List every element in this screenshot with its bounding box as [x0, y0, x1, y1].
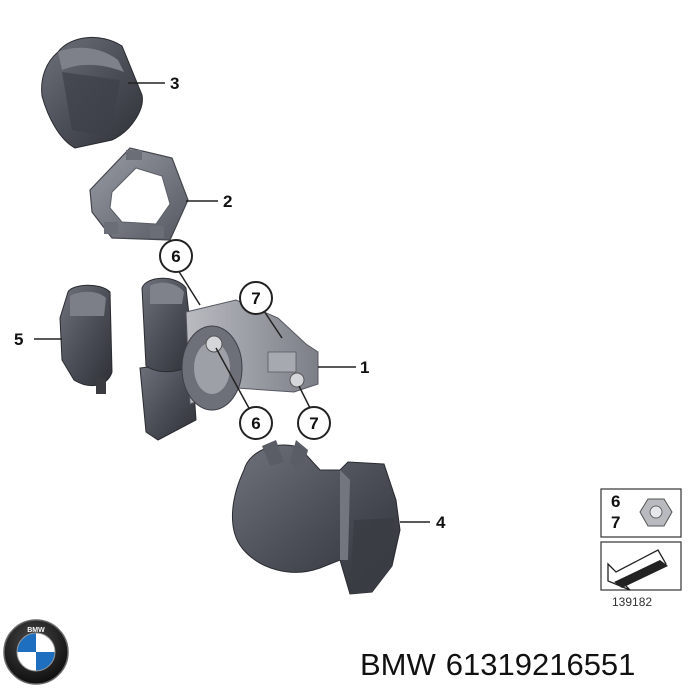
callout-7-bottom: 7 [309, 414, 318, 433]
callout-5: 5 [14, 330, 23, 349]
bmw-logo: BMW [3, 619, 69, 685]
callout-circle-6-top [159, 239, 193, 273]
part-4-lower-cover [232, 440, 401, 595]
bmw-logo-text: BMW [27, 627, 45, 634]
leader-line-6-top [177, 269, 201, 306]
part-caption: BMW 61319216551 [360, 640, 700, 690]
callout-circle-6-bottom [239, 406, 273, 440]
callout-7-top: 7 [251, 289, 260, 308]
callout-1: 1 [360, 358, 369, 377]
reference-code: 139182 [612, 595, 652, 609]
callout-6-top: 6 [171, 247, 180, 266]
callout-4: 4 [436, 513, 446, 532]
leader-line-6-bottom [215, 347, 251, 411]
callout-3: 3 [170, 74, 179, 93]
direction-arrow-icon [607, 549, 668, 591]
leader-line-7-bottom [298, 385, 311, 409]
callout-circle-7-top [239, 281, 273, 315]
part-1-main-assembly [139, 277, 319, 441]
leader-line-7-top [261, 307, 283, 339]
part-3-cover-cap [41, 36, 143, 149]
legend-label-7: 7 [611, 513, 620, 532]
hex-nut-icon [639, 498, 673, 527]
caption-brand: BMW [360, 647, 436, 682]
callout-2: 2 [223, 192, 232, 211]
callout-6-bottom: 6 [251, 414, 260, 433]
hardware-legend: 6 7 139182 [600, 488, 682, 609]
part-2-bracket-frame [89, 147, 189, 241]
part-5-side-cover [59, 284, 113, 394]
caption-part-number: 61319216551 [445, 647, 636, 682]
legend-label-6: 6 [611, 492, 620, 511]
callout-circle-7-bottom [297, 406, 331, 440]
